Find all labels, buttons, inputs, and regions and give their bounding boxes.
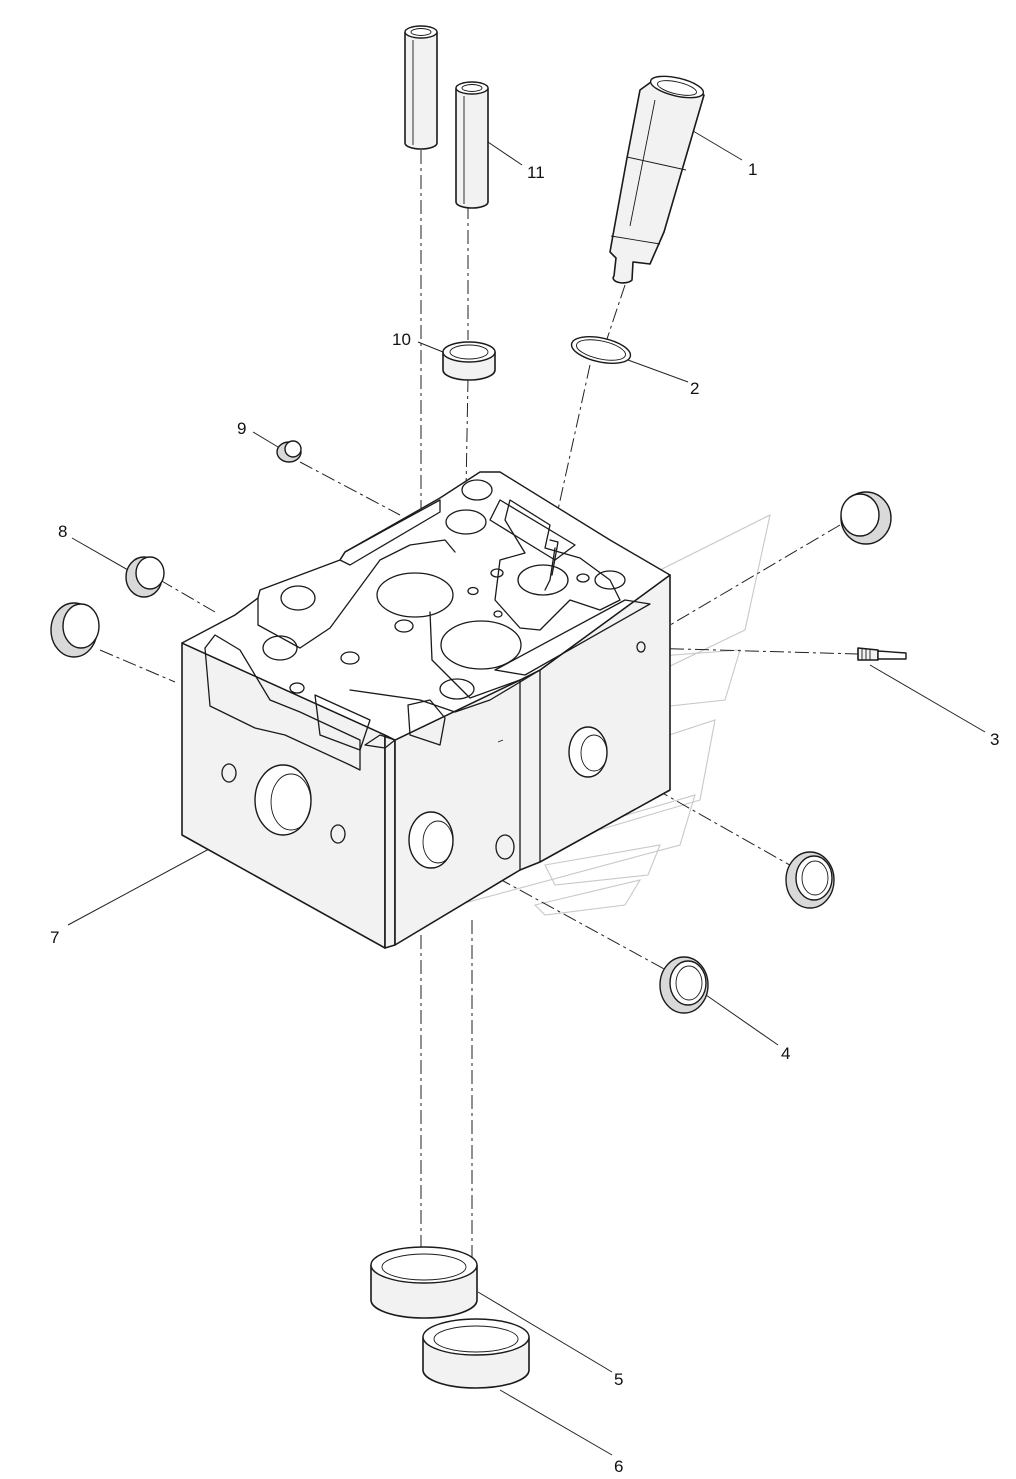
- guide-sleeve-short: [455, 81, 489, 209]
- callout-8: 8: [58, 522, 67, 541]
- valve-seat-ring-lower: [422, 1318, 530, 1389]
- callout-9: 9: [237, 419, 246, 438]
- callout-4: 4: [781, 1044, 790, 1063]
- sealing-ring-right-lower: [659, 956, 709, 1014]
- callout-7: 7: [50, 928, 59, 947]
- callout-2: 2: [690, 379, 699, 398]
- valve-seal-ring: [442, 341, 496, 381]
- callout-11: 11: [527, 163, 545, 182]
- cylinder-head: [181, 471, 671, 949]
- o-ring: [570, 336, 632, 364]
- sealing-ring-right-upper: [785, 851, 835, 909]
- callout-3: 3: [990, 730, 999, 749]
- callout-labels: 1 2 3 4 5 6 7 8 9 10 11: [50, 160, 999, 1476]
- cup-plug-left-small: [125, 556, 165, 598]
- cup-plug-right-top: [840, 491, 892, 545]
- cup-plug-left-large: [50, 602, 100, 658]
- valve-seat-ring-upper: [370, 1246, 478, 1319]
- callout-5: 5: [614, 1370, 623, 1389]
- callout-10: 10: [392, 330, 411, 349]
- screw-plug: [857, 647, 907, 661]
- callout-6: 6: [614, 1457, 623, 1476]
- small-plug: [276, 440, 302, 463]
- callout-1: 1: [748, 160, 757, 179]
- injector-sleeve: [609, 75, 705, 284]
- guide-sleeve-long: [404, 25, 438, 150]
